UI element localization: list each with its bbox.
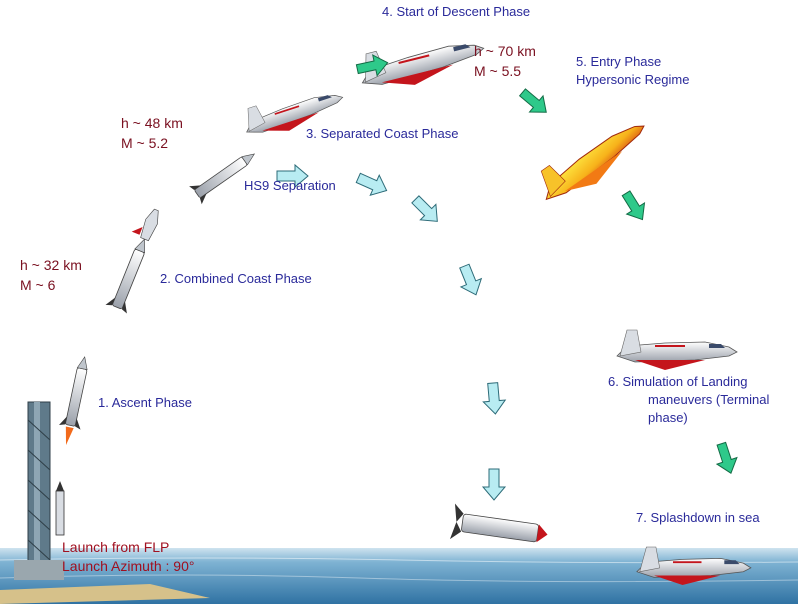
- arrow-down-icon: [482, 468, 506, 501]
- arrow-down-right-icon: [515, 83, 554, 121]
- condition-48km-mach: M ~ 5.2: [121, 135, 169, 151]
- landing-vehicle: [616, 329, 738, 371]
- hs9-booster: [188, 144, 262, 205]
- label-separated-coast: 3. Separated Coast Phase: [306, 126, 459, 141]
- condition-32km-mach: M ~ 6: [20, 277, 56, 293]
- condition-32km-altitude: h ~ 32 km: [20, 257, 82, 273]
- trajectory-arrows: [276, 51, 742, 501]
- label-landing-simulation-2: maneuvers (Terminal: [648, 392, 770, 407]
- ascent-rocket: [58, 354, 96, 445]
- launch-tower: [14, 401, 64, 580]
- label-landing-simulation-1: 6. Simulation of Landing: [608, 374, 748, 389]
- label-splashdown: 7. Splashdown in sea: [636, 510, 760, 525]
- arrow-down-right-icon: [616, 187, 652, 226]
- label-landing-simulation-3: phase): [648, 410, 688, 425]
- label-entry-phase: 5. Entry Phase: [576, 54, 662, 69]
- arrow-down-icon: [481, 381, 507, 416]
- label-hypersonic-regime: Hypersonic Regime: [576, 72, 690, 87]
- arrow-down-icon: [710, 439, 742, 477]
- label-combined-coast: 2. Combined Coast Phase: [160, 271, 312, 286]
- launch-site-label: Launch from FLP: [62, 539, 170, 555]
- label-hs9-separation: HS9 Separation: [244, 178, 336, 193]
- condition-70km-mach: M ~ 5.5: [474, 63, 522, 79]
- arrow-down-icon: [453, 261, 487, 300]
- beach: [0, 584, 210, 604]
- label-ascent-phase: 1. Ascent Phase: [98, 395, 192, 410]
- launch-azimuth-label: Launch Azimuth : 90°: [62, 558, 195, 574]
- label-start-descent: 4. Start of Descent Phase: [382, 4, 531, 19]
- spent-booster: [449, 503, 548, 543]
- condition-48km-altitude: h ~ 48 km: [121, 115, 183, 131]
- entry-vehicle: [540, 125, 645, 201]
- launch-vehicle: [55, 481, 65, 536]
- arrow-down-right-icon: [407, 191, 446, 230]
- condition-70km-altitude: h ~ 70 km: [474, 43, 536, 59]
- arrow-right-icon: [353, 167, 392, 202]
- combined-coast-vehicle: [104, 208, 159, 315]
